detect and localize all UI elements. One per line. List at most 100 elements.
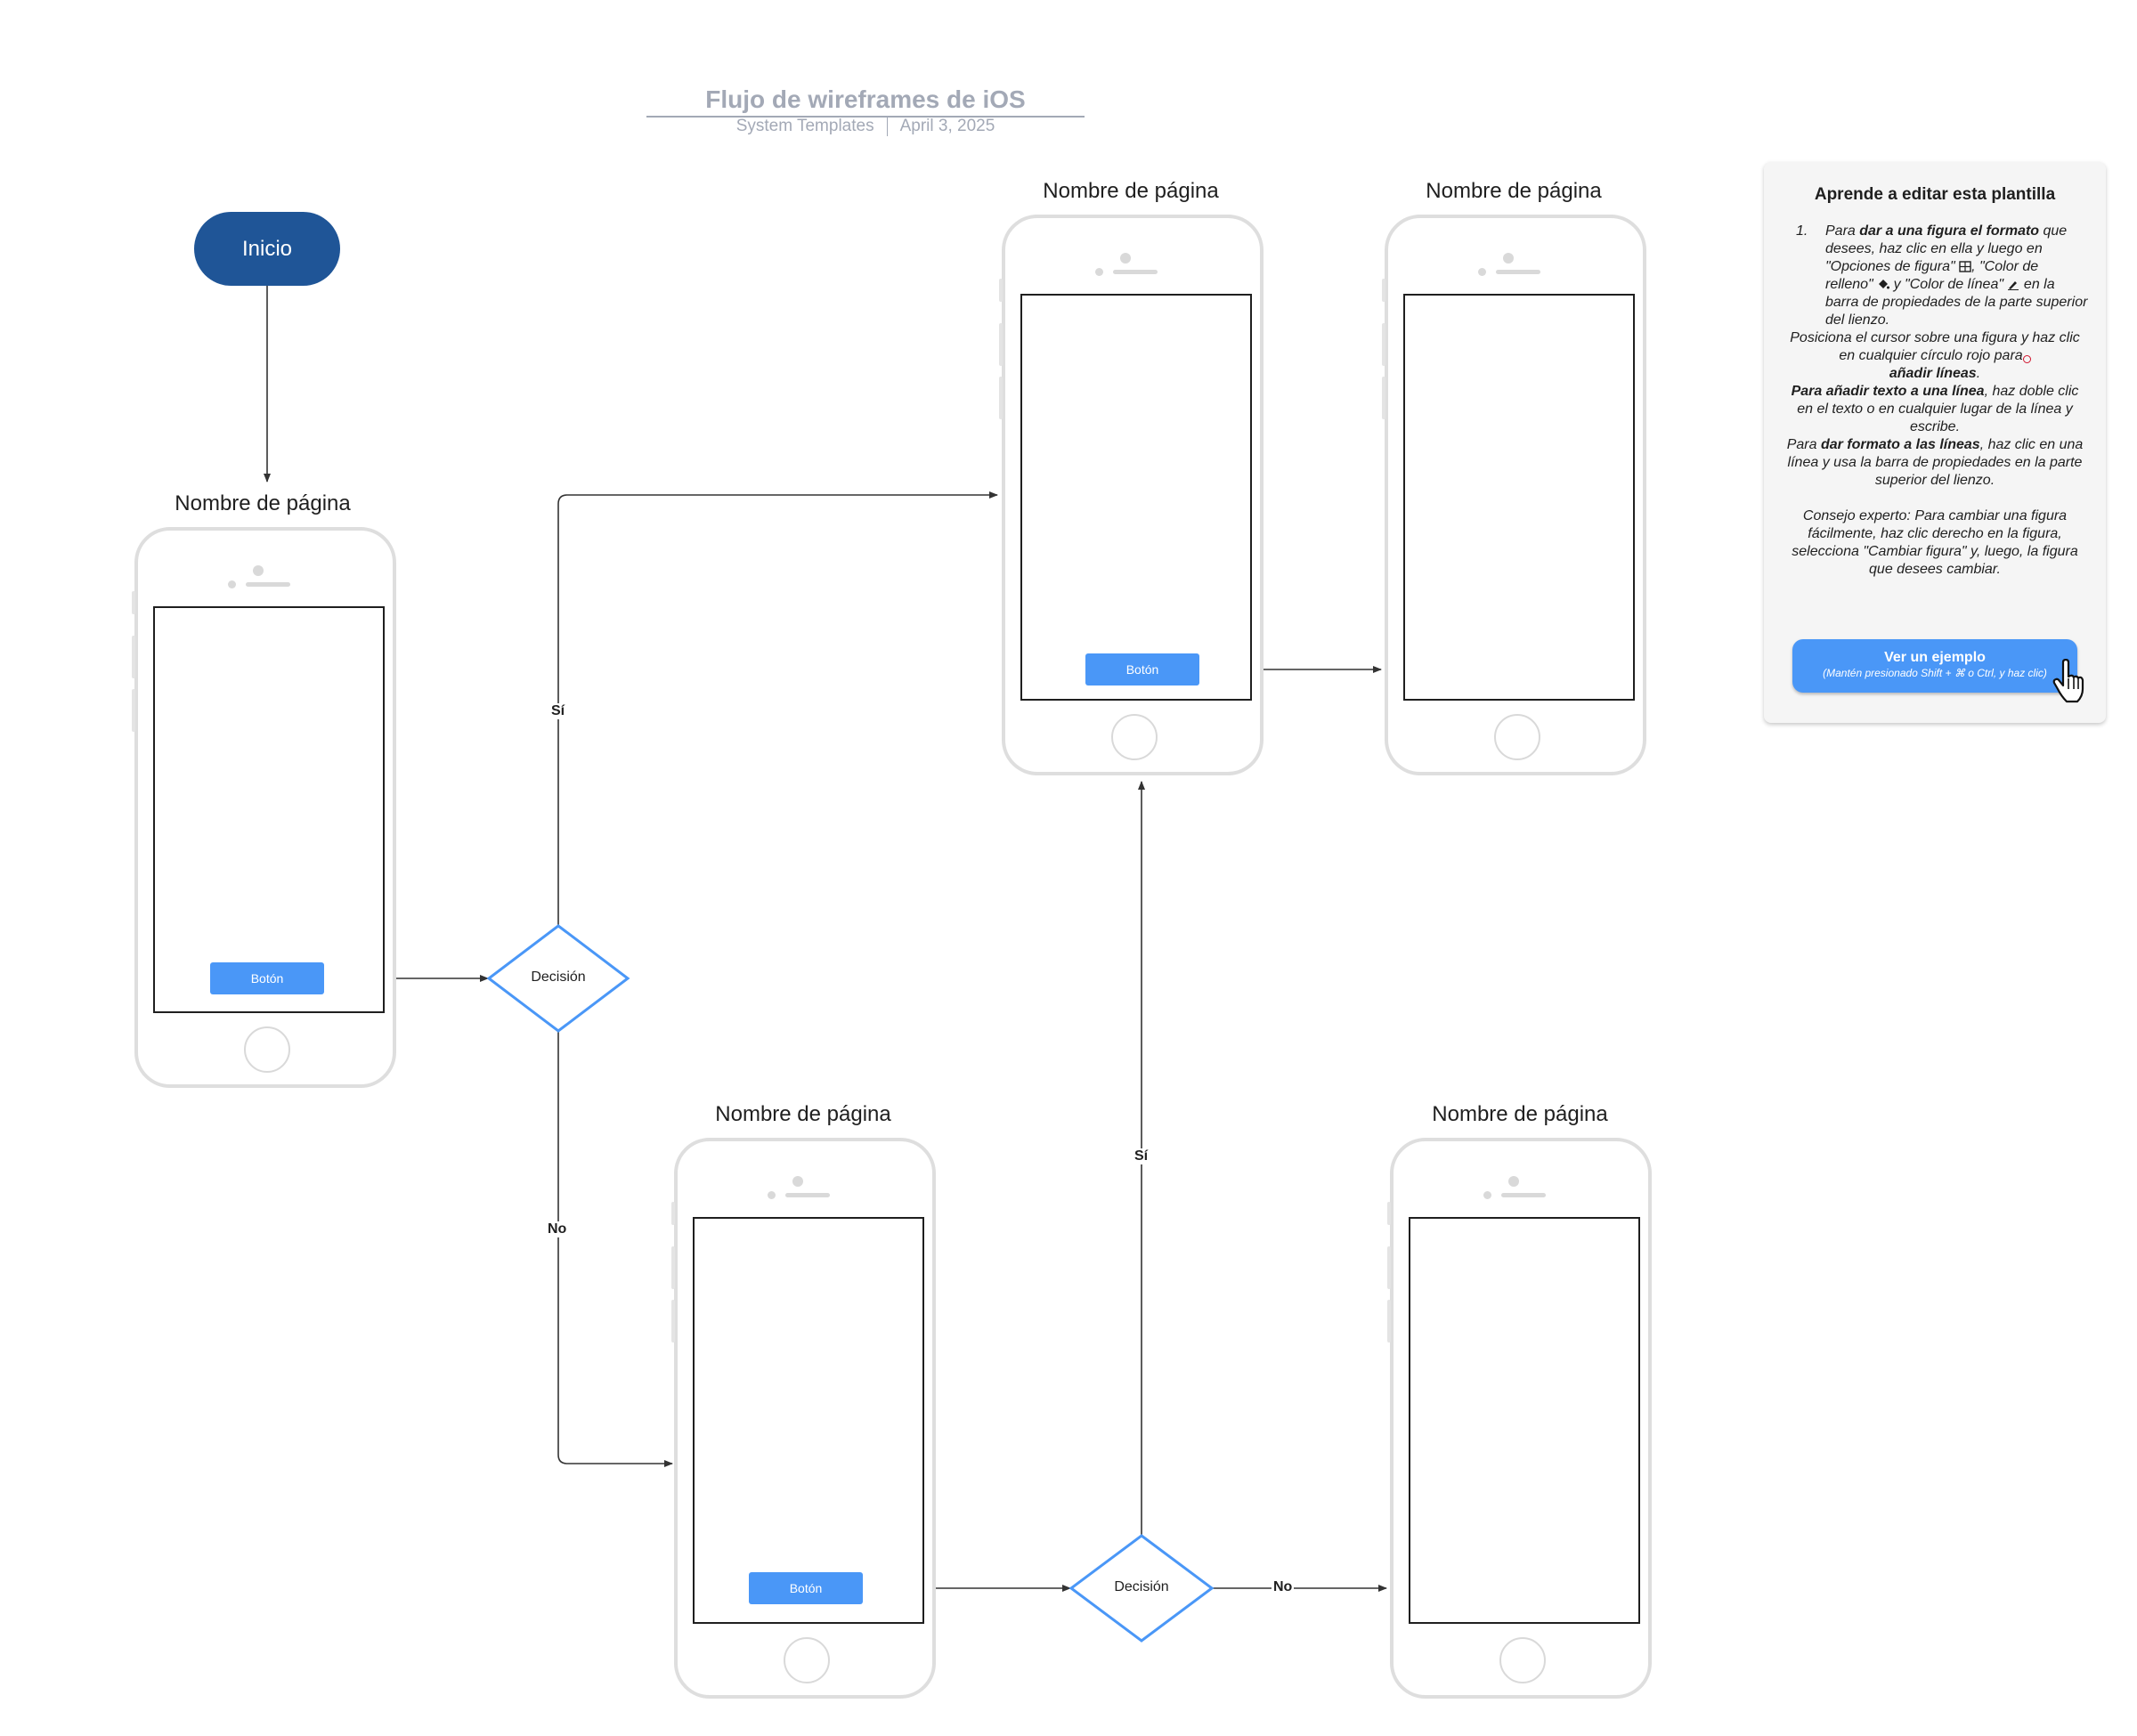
connector-label-d1-no[interactable]: No [546, 1221, 569, 1237]
help-text: , "Color de relleno" [1825, 259, 2039, 292]
screen-4-button[interactable]: Botón [749, 1572, 863, 1604]
connector-decision1-yes-to-screen2[interactable] [557, 491, 998, 926]
phone-side-button [1382, 377, 1385, 419]
phone-front-sensor [792, 1176, 803, 1187]
help-spacer [1782, 490, 2088, 507]
screen-4-title[interactable]: Nombre de página [715, 1102, 891, 1126]
phone-home-button [1499, 1637, 1546, 1683]
connector-label-d2-no[interactable]: No [1272, 1579, 1295, 1595]
phone-side-button [999, 279, 1003, 302]
phone-side-button [671, 1202, 675, 1225]
help-text: Posiciona el cursor sobre una figura y h… [1790, 330, 2080, 363]
help-card-title: Aprende a editar esta plantilla [1814, 185, 2056, 204]
start-terminator[interactable]: Inicio [194, 212, 340, 286]
decision-1-label[interactable]: Decisión [531, 969, 586, 985]
help-text: , haz doble clic en el texto o en cualqu… [1797, 384, 2079, 434]
phone-side-button [1382, 323, 1385, 366]
phone-home-button [784, 1637, 830, 1683]
decision-diamond-2[interactable] [1068, 1534, 1215, 1643]
phone-front-sensor [253, 565, 264, 576]
help-paragraph-line-format: Para dar formato a las líneas, haz clic … [1782, 436, 2088, 490]
meta-divider [886, 117, 888, 136]
phone-camera [1478, 268, 1486, 276]
phone-home-button [244, 1026, 290, 1073]
document-title: Flujo de wireframes de iOS [646, 85, 1085, 118]
help-pro-tip: Consejo experto: Para cambiar una figura… [1792, 508, 2078, 577]
phone-side-button [1387, 1202, 1391, 1225]
help-paragraph-add-lines: Posiciona el cursor sobre una figura y h… [1782, 329, 2088, 383]
phone-front-sensor [1120, 253, 1131, 264]
screen-1-button[interactable]: Botón [210, 962, 324, 994]
phone-speaker [1113, 270, 1158, 274]
phone-side-button [999, 377, 1003, 419]
phone-frame-5[interactable] [1387, 1138, 1652, 1699]
help-paragraph-format-shape: Para dar a una figura el formato que des… [1782, 223, 2088, 329]
view-example-label: Ver un ejemplo [1884, 650, 1986, 665]
fill-color-icon [1879, 280, 1890, 289]
phone-side-button [999, 323, 1003, 366]
phone-side-button [1387, 1300, 1391, 1343]
document-meta: System Templates April 3, 2025 [646, 117, 1085, 136]
help-text: , haz clic en una línea y usa la barra d… [1787, 437, 2084, 488]
phone-screen-1[interactable] [153, 606, 385, 1013]
phone-front-sensor [1503, 253, 1514, 264]
phone-speaker [1496, 270, 1540, 274]
phone-side-button [671, 1246, 675, 1289]
phone-front-sensor [1508, 1176, 1519, 1187]
phone-side-button [671, 1300, 675, 1343]
view-example-button[interactable]: Ver un ejemplo (Mantén presionado Shift … [1792, 639, 2084, 703]
help-text: Para [1825, 223, 1860, 239]
phone-home-button [1494, 714, 1540, 760]
phone-side-button [132, 636, 135, 678]
phone-side-button [1382, 279, 1385, 302]
phone-side-button [1387, 1246, 1391, 1289]
phone-speaker [785, 1193, 830, 1197]
help-text: y "Color de línea" [1889, 277, 2008, 292]
phone-frame-4[interactable] [671, 1138, 936, 1699]
phone-speaker [1501, 1193, 1546, 1197]
shape-options-icon [1959, 261, 1971, 272]
help-text: Para [1786, 437, 1821, 452]
help-text: . [1976, 366, 1981, 381]
screen-2-button[interactable]: Botón [1085, 653, 1199, 685]
help-card[interactable]: Aprende a editar esta plantilla 1. Para … [1764, 162, 2106, 723]
phone-side-button [132, 591, 135, 614]
phone-home-button [1111, 714, 1158, 760]
help-text-emphasis: Para añadir texto a una línea [1791, 384, 1985, 399]
phone-camera [1483, 1191, 1491, 1199]
help-step-number: 1. [1796, 223, 1808, 239]
phone-camera [228, 580, 236, 588]
help-paragraph-line-text: Para añadir texto a una línea, haz doble… [1782, 383, 2088, 436]
phone-camera [1095, 268, 1103, 276]
connector-label-d1-yes[interactable]: Sí [549, 703, 567, 719]
red-circle-icon [2022, 355, 2031, 363]
screen-5-title[interactable]: Nombre de página [1432, 1102, 1608, 1126]
phone-screen-5[interactable] [1409, 1217, 1640, 1624]
document-date: April 3, 2025 [899, 117, 995, 136]
phone-side-button [132, 689, 135, 732]
phone-screen-3[interactable] [1403, 294, 1635, 701]
help-text: que desees, haz clic en ella y luego en … [1825, 223, 2068, 274]
phone-camera [768, 1191, 776, 1199]
connector-decision1-no-to-screen4[interactable] [557, 1031, 673, 1467]
help-card-body: 1. Para dar a una figura el formato que … [1782, 223, 2088, 579]
screen-3-title[interactable]: Nombre de página [1426, 179, 1602, 203]
view-example-hint: (Mantén presionado Shift + ⌘ o Ctrl, y h… [1823, 667, 2047, 679]
phone-frame-2[interactable] [999, 215, 1264, 775]
line-color-icon [2008, 281, 2019, 290]
help-text: en la barra de propiedades de la parte s… [1825, 277, 2088, 328]
screen-2-title[interactable]: Nombre de página [1043, 179, 1219, 203]
screen-1-title[interactable]: Nombre de página [175, 491, 351, 515]
connector-label-d2-yes[interactable]: Sí [1133, 1148, 1150, 1164]
help-text-emphasis: añadir líneas [1889, 366, 1977, 381]
phone-screen-4[interactable] [693, 1217, 924, 1624]
help-text-emphasis: dar a una figura el formato [1859, 223, 2040, 239]
phone-frame-3[interactable] [1382, 215, 1646, 775]
phone-frame-1[interactable] [132, 527, 396, 1088]
decision-diamond-1[interactable] [486, 924, 630, 1033]
phone-speaker [246, 582, 290, 587]
document-author: System Templates [735, 117, 874, 136]
help-text-emphasis: dar formato a las líneas [1820, 437, 1980, 452]
decision-2-label[interactable]: Decisión [1114, 1579, 1169, 1594]
phone-screen-2[interactable] [1020, 294, 1252, 701]
